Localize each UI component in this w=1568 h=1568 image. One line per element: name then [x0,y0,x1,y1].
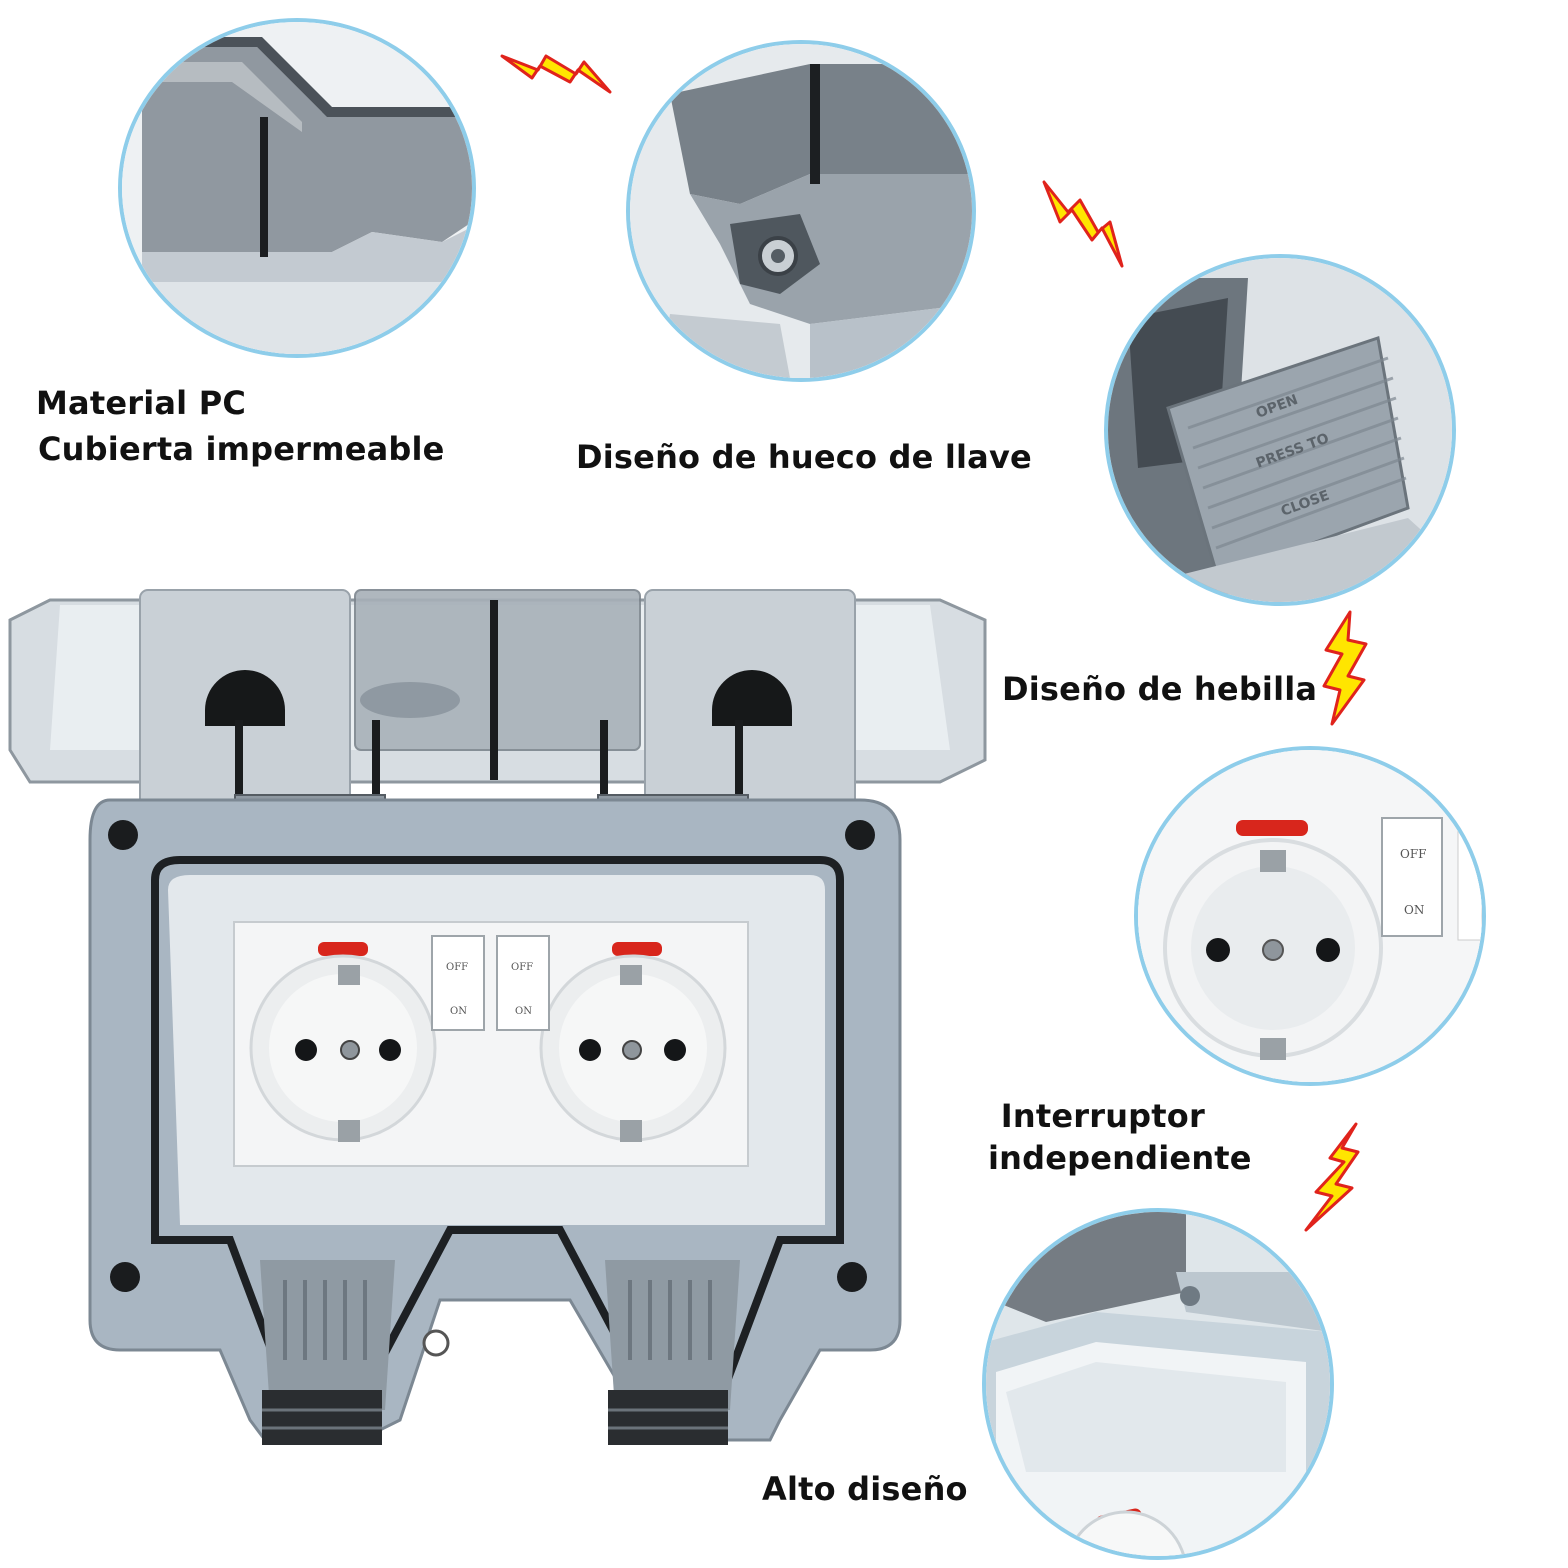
left-switch [431,935,485,1031]
double-socket-enclosure: OFF ON OFF ON [8,589,987,1445]
caption-buckle: Diseño de hebilla [1002,670,1318,708]
detail-circle-switch: OFF ON [1134,746,1486,1086]
caption-switch-line2: independiente [988,1138,1252,1177]
switch-on-text: ON [1404,903,1424,917]
high-design-closeup [986,1212,1330,1556]
buckle-closeup: OPEN PRESS TO CLOSE [1108,258,1452,602]
rocker-switch [1381,817,1443,937]
caption-material-line2: Cubierta impermeable [38,430,445,469]
lightning-bolt-icon [1304,1122,1360,1232]
indicator-light [1236,820,1308,836]
right-switch-on: ON [515,1006,532,1017]
detail-circle-buckle: OPEN PRESS TO CLOSE [1104,254,1456,606]
caption-material-line1: Material PC [36,384,247,422]
detail-circle-pc-cover [118,18,476,358]
right-switch [496,935,550,1031]
caption-switch: Interruptor independiente [988,1096,1252,1179]
key-hole-closeup [630,44,972,378]
detail-circle-high-design [982,1208,1334,1560]
caption-switch-line1: Interruptor [1000,1097,1205,1135]
detail-circle-key-hole [626,40,976,382]
left-switch-off: OFF [446,962,468,973]
left-switch-on: ON [450,1006,467,1017]
lightning-bolt-icon [500,54,612,94]
caption-key-hole: Diseño de hueco de llave [576,438,1032,476]
switch-closeup: OFF ON [1138,750,1482,1082]
lightning-bolt-icon [1042,180,1124,268]
switch-off-text: OFF [1400,847,1427,861]
main-product-image: OFF ON OFF ON [0,560,1000,1560]
pc-cover-closeup [122,22,472,354]
right-switch-off: OFF [511,962,533,973]
caption-high-design: Alto diseño [762,1470,968,1508]
caption-material-pc: Material PC Cubierta impermeable [36,380,445,473]
lightning-bolt-icon [1322,610,1368,726]
